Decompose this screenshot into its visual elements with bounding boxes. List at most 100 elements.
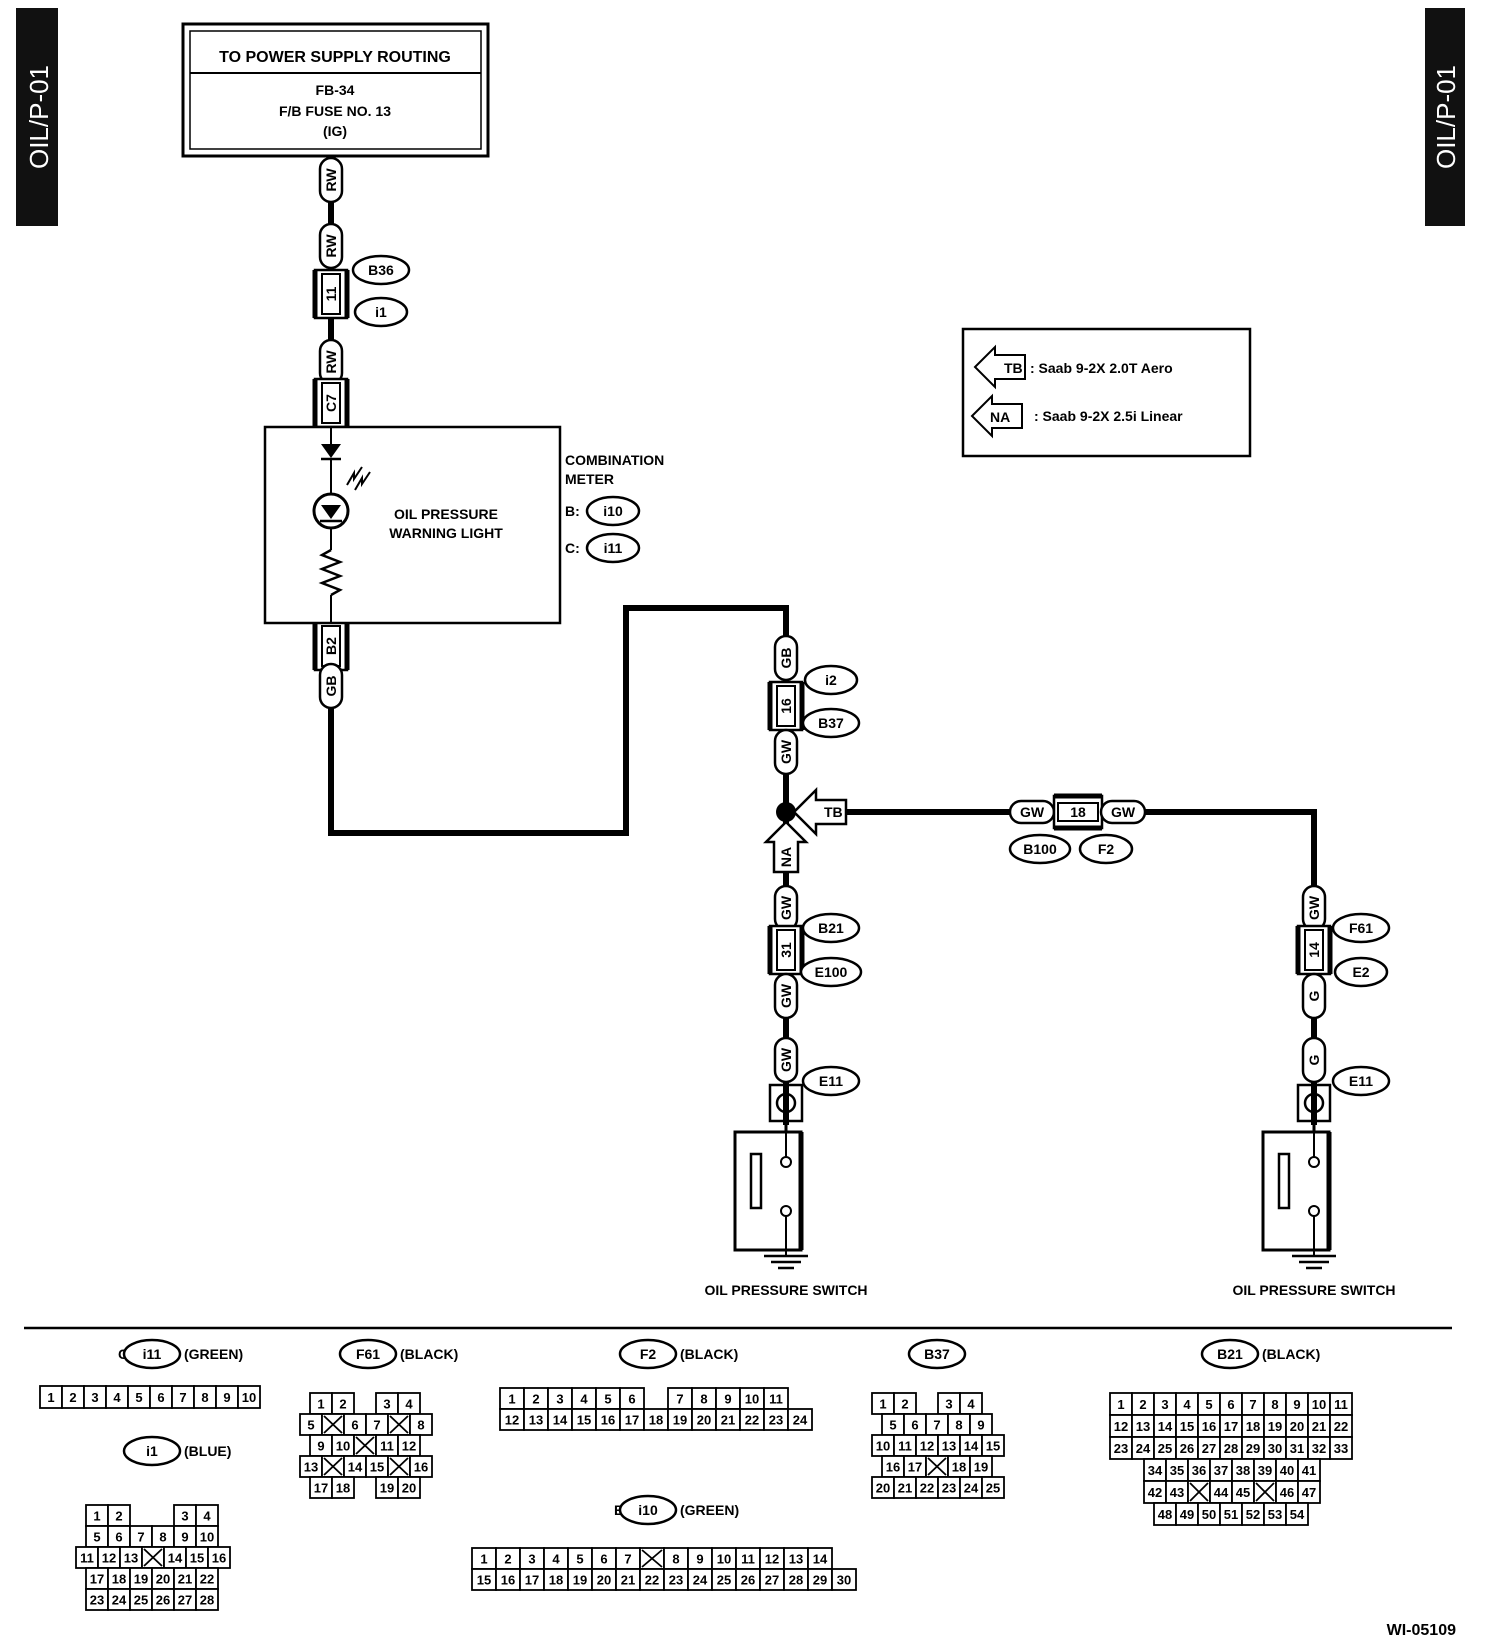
connector-pin: 17: [903, 1455, 927, 1478]
pin-number: 14: [813, 1552, 828, 1567]
connector-pin: 9: [215, 1385, 239, 1409]
connector-pin: 8: [151, 1525, 175, 1548]
connector-pin: 23: [85, 1588, 109, 1611]
connector-pin: 25: [981, 1476, 1005, 1499]
connector-pin: 24: [107, 1588, 131, 1611]
connector-pin: 13: [783, 1547, 809, 1570]
wire-r-g2: G: [1301, 1036, 1327, 1084]
connector-pin: 1: [309, 1392, 333, 1415]
pin-number: 27: [765, 1573, 779, 1588]
conn-oval-e2-text: E2: [1352, 964, 1369, 980]
connector-pin: 11: [893, 1434, 917, 1457]
pin-number: 16: [501, 1573, 515, 1588]
connector-pin: 13: [937, 1434, 961, 1457]
connector-pin: [141, 1546, 165, 1569]
connector-pin: 20: [591, 1568, 617, 1591]
connector-pin: 15: [981, 1434, 1005, 1457]
pin-number: 7: [933, 1418, 940, 1433]
pin-number: 24: [964, 1481, 979, 1496]
connector-pin: 18: [331, 1476, 355, 1499]
pin-number: 8: [201, 1390, 208, 1405]
pin-number: 5: [1205, 1397, 1212, 1412]
connector-pin: 24: [959, 1476, 983, 1499]
connector-pin: 51: [1219, 1502, 1243, 1526]
pin-number: 4: [580, 1392, 588, 1407]
connector-pin: 24: [787, 1408, 813, 1431]
pin-number: 7: [1249, 1397, 1256, 1412]
connector-pin: 30: [831, 1568, 857, 1591]
connector-pin: 18: [947, 1455, 971, 1478]
wire-gb-1-text: GB: [323, 676, 339, 697]
wire-r-gw-text: GW: [1306, 895, 1322, 920]
connector-pin: 14: [1153, 1414, 1177, 1438]
pin-number: 21: [621, 1573, 635, 1588]
pin-number: 3: [91, 1390, 98, 1405]
connector-pin: 3: [1153, 1392, 1177, 1416]
pin-number: 9: [223, 1390, 230, 1405]
connector-pin: 3: [173, 1504, 197, 1527]
pin-number: 26: [741, 1573, 755, 1588]
combination-meter: OIL PRESSURE WARNING LIGHT COMBINATION M…: [263, 425, 664, 625]
pin-number: 14: [348, 1460, 363, 1475]
pin-number: 19: [134, 1572, 148, 1587]
connector-pin: 7: [925, 1413, 949, 1436]
connector-pin: 3: [547, 1387, 573, 1410]
connector-pin: 19: [129, 1567, 153, 1590]
connector-pin: 48: [1153, 1502, 1177, 1526]
connector-pin: 49: [1175, 1502, 1199, 1526]
pin-16: 16: [767, 680, 805, 732]
connector-color: (BLUE): [184, 1443, 231, 1459]
connector-pin: 24: [687, 1568, 713, 1591]
connector-pin: 19: [1263, 1414, 1287, 1438]
pin-number: 22: [1334, 1419, 1348, 1434]
connector-b2: B2: [312, 620, 350, 672]
pin-number: 22: [920, 1481, 934, 1496]
pin-number: 1: [480, 1552, 487, 1567]
connector-pin: 6: [149, 1385, 173, 1409]
connector-pin: 1: [85, 1504, 109, 1527]
pin-number: 8: [417, 1418, 424, 1433]
pin-number: 6: [115, 1530, 122, 1545]
pin-number: 1: [879, 1397, 886, 1412]
connector-pin: 50: [1197, 1502, 1221, 1526]
pin-number: 25: [986, 1481, 1000, 1496]
pin-number: 9: [1293, 1397, 1300, 1412]
oil-pressure-switch-left: OIL PRESSURE SWITCH: [704, 1083, 868, 1298]
pin-number: 19: [380, 1481, 394, 1496]
pin-number: 3: [181, 1509, 188, 1524]
left-tab-label: OIL/P-01: [24, 65, 54, 169]
pin-number: 9: [317, 1439, 324, 1454]
connector-pin: 13: [299, 1455, 323, 1478]
conn-oval-b100: B100: [1008, 833, 1072, 865]
connector-pin: 22: [915, 1476, 939, 1499]
wire-h-gw-2-text: GW: [1111, 804, 1136, 820]
connector-id: B37: [924, 1346, 950, 1362]
connector-views: C:i11(GREEN)12345678910i1(BLUE)123456789…: [39, 1338, 1353, 1611]
connector-pin: 10: [331, 1434, 355, 1457]
pin-number: 9: [977, 1418, 984, 1433]
pin-number: 28: [789, 1573, 803, 1588]
warning-light-label-2: WARNING LIGHT: [389, 525, 503, 541]
connector-pin: 22: [195, 1567, 219, 1590]
connector-pin: [1187, 1480, 1211, 1504]
pin-number: 2: [69, 1390, 76, 1405]
legend-tb-tag: TB: [1004, 360, 1023, 376]
pin-number: 16: [886, 1460, 900, 1475]
pin-number: 48: [1158, 1507, 1172, 1522]
connector-pin: 5: [127, 1385, 151, 1409]
connector-pin: 44: [1209, 1480, 1233, 1504]
pin-number: 7: [676, 1392, 683, 1407]
pin-number: 53: [1268, 1507, 1282, 1522]
meter-c-connector: i11: [604, 540, 623, 556]
connector-color: (BLACK): [400, 1346, 458, 1362]
conn-oval-e100: E100: [799, 956, 863, 988]
legend-na-desc: : Saab 9-2X 2.5i Linear: [1034, 408, 1183, 424]
pin-number: 2: [901, 1397, 908, 1412]
right-tab-label: OIL/P-01: [1431, 65, 1461, 169]
pin-number: 6: [911, 1418, 918, 1433]
pin-18-text: 18: [1070, 804, 1086, 820]
connector-pin: 18: [543, 1568, 569, 1591]
